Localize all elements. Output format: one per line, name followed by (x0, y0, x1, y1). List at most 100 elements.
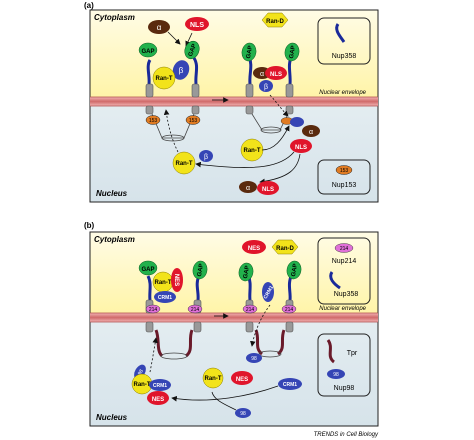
svg-text:α: α (246, 185, 250, 192)
nup358-legend-icon (335, 23, 346, 43)
nes-cargo (171, 268, 183, 292)
svg-text:NLS: NLS (190, 22, 204, 29)
svg-text:98: 98 (240, 411, 246, 417)
nucleus-region (90, 100, 378, 202)
legend-nup214-label: Nup214 (332, 258, 357, 265)
nes-cargo (147, 391, 169, 405)
legend-nup358-label: Nup358 (334, 291, 359, 298)
ran-gtp (152, 66, 176, 90)
svg-text:NLS: NLS (262, 187, 274, 193)
panel-b: (b) Cytoplasm Nucleus Nuclear envelope 2… (84, 221, 379, 427)
nls-cargo (185, 17, 209, 31)
panel-a: (a) Cytoplasm Nucleus Nuclear envelope 1… (84, 1, 379, 203)
svg-text:CRM1: CRM1 (153, 383, 167, 389)
crm1-exportin (154, 291, 176, 303)
svg-text:NES: NES (248, 246, 260, 252)
legend-nup98-label: Nup98 (334, 385, 355, 392)
ranGAP (192, 260, 208, 280)
importin-beta (199, 150, 213, 162)
importin-beta (172, 60, 190, 80)
ranGAP (138, 260, 158, 276)
importin-beta (259, 80, 273, 92)
svg-text:NES: NES (236, 377, 248, 383)
crm1-exportin (278, 378, 302, 390)
nes-cargo (242, 240, 266, 254)
nup98-node (246, 353, 262, 363)
svg-text:GAP: GAP (188, 43, 198, 57)
ranGAP (284, 42, 300, 62)
svg-text:153: 153 (340, 168, 349, 174)
svg-text:β: β (264, 84, 268, 91)
nup358-fiber (146, 59, 152, 85)
nup214-legend-icon (334, 243, 354, 253)
svg-text:Ran-D: Ran-D (266, 19, 284, 25)
ranGAP (238, 262, 254, 282)
cytoplasm-label: Cytoplasm (94, 235, 135, 244)
svg-text:β: β (204, 154, 208, 161)
svg-text:98: 98 (137, 368, 145, 376)
nes-cargo (231, 371, 253, 385)
legend-nup153-box (317, 159, 371, 195)
cytoplasm-region (90, 10, 378, 100)
panel-letter: (a) (84, 1, 94, 10)
legend-nup358-label: Nup358 (332, 53, 357, 60)
nup153-legend-icon (335, 165, 353, 175)
svg-text:α: α (260, 71, 264, 78)
crm1-exportin (149, 379, 171, 391)
legend-nup214-358-box (317, 237, 371, 305)
svg-text:GAP: GAP (289, 45, 297, 59)
ran-gtp (172, 151, 196, 175)
nup153-node (145, 115, 161, 125)
nup358-legend-icon (329, 271, 341, 290)
ranGAP (241, 42, 257, 62)
nucleus-label: Nucleus (96, 189, 128, 198)
svg-text:Ran-T: Ran-T (176, 161, 193, 167)
svg-text:GAP: GAP (197, 263, 205, 277)
ran-gdp (261, 12, 289, 28)
legend-tpr-98-box (317, 333, 371, 397)
importin-alpha (239, 181, 257, 193)
svg-text:NLS: NLS (295, 145, 307, 151)
svg-text:Ran-T: Ran-T (205, 376, 222, 382)
svg-text:214: 214 (246, 307, 255, 313)
envelope-label: Nuclear envelope (319, 306, 366, 312)
svg-text:214: 214 (191, 307, 200, 313)
nup98-legend-icon (327, 369, 345, 379)
nup358-fiber (192, 57, 199, 85)
crm1-exportin (262, 282, 274, 302)
svg-text:153: 153 (149, 118, 158, 124)
svg-text:214: 214 (285, 307, 294, 313)
legend-tpr-label: Tpr (347, 350, 358, 357)
nup214-node (187, 304, 203, 314)
svg-text:Ran-T: Ran-T (134, 382, 151, 388)
ranGAP (286, 260, 302, 280)
svg-text:98: 98 (251, 356, 257, 362)
svg-text:214: 214 (149, 307, 158, 313)
nuclear-envelope (90, 313, 378, 322)
footer-credit: TRENDS in Cell Biology (314, 432, 379, 438)
nls-cargo (257, 181, 279, 195)
panel-b-frame (89, 231, 379, 427)
ranGAP (138, 42, 158, 58)
nls-cargo (265, 66, 287, 80)
nup214-node (242, 304, 258, 314)
svg-text:CRM1: CRM1 (283, 382, 297, 388)
svg-text:GAP: GAP (246, 45, 254, 59)
svg-text:NES: NES (152, 397, 164, 403)
nup153-node (185, 115, 201, 125)
svg-text:CRM1: CRM1 (158, 295, 172, 301)
svg-text:NES: NES (173, 274, 179, 286)
svg-text:Ran-T: Ran-T (155, 280, 172, 286)
nuclear-pore-left: 153 153 (145, 57, 201, 142)
svg-text:98: 98 (333, 372, 339, 378)
nup98-node (235, 408, 251, 418)
svg-text:153: 153 (189, 118, 198, 124)
svg-text:GAP: GAP (291, 263, 299, 277)
legend-nup153-label: Nup153 (332, 182, 357, 189)
ran-gtp (202, 367, 224, 389)
nup214-node (281, 304, 297, 314)
svg-text:Ran-T: Ran-T (156, 76, 173, 82)
svg-text:GAP: GAP (243, 265, 251, 279)
cytoplasm-label: Cytoplasm (94, 13, 135, 22)
svg-text:NLS: NLS (270, 72, 282, 78)
